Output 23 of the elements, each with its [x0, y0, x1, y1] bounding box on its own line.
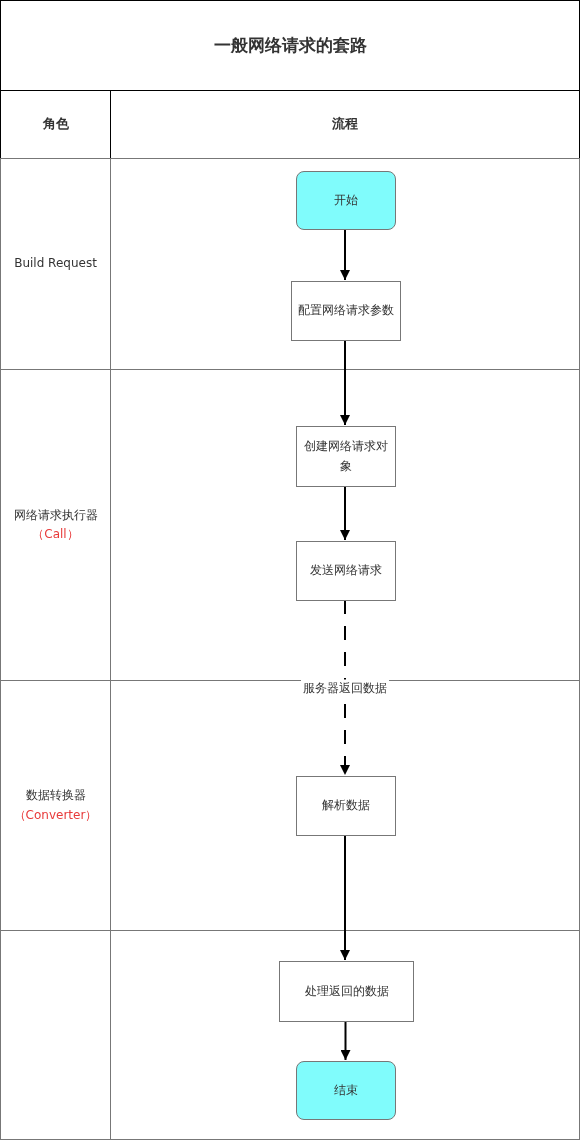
process-box: 创建网络请求对象 — [296, 426, 396, 487]
role-name: 数据转换器 — [25, 787, 86, 805]
role-subtitle: （Converter） — [13, 806, 98, 824]
arrow — [340, 1020, 351, 1061]
role-cell: Build Request — [0, 158, 111, 370]
process-box: 解析数据 — [296, 776, 396, 836]
empty-cell — [110, 930, 580, 1140]
empty-cell — [110, 158, 580, 370]
terminal-box: 开始 — [296, 171, 396, 230]
arrow — [340, 339, 350, 426]
arrow — [340, 485, 350, 541]
process-box: 配置网络请求参数 — [291, 281, 401, 341]
terminal-box: 结束 — [296, 1061, 396, 1120]
arrow — [340, 834, 350, 961]
edge-label: 服务器返回数据 — [301, 679, 389, 696]
role-name: 网络请求执行器 — [13, 506, 98, 524]
process-box: 处理返回的数据 — [279, 961, 414, 1022]
arrow — [340, 228, 350, 281]
dashed-arrow — [340, 599, 350, 776]
role-subtitle: （Call） — [32, 526, 79, 543]
diagram-title: 一般网络请求的套路 — [213, 33, 367, 57]
process-box: 发送网络请求 — [296, 541, 396, 601]
empty-cell — [0, 930, 111, 1140]
